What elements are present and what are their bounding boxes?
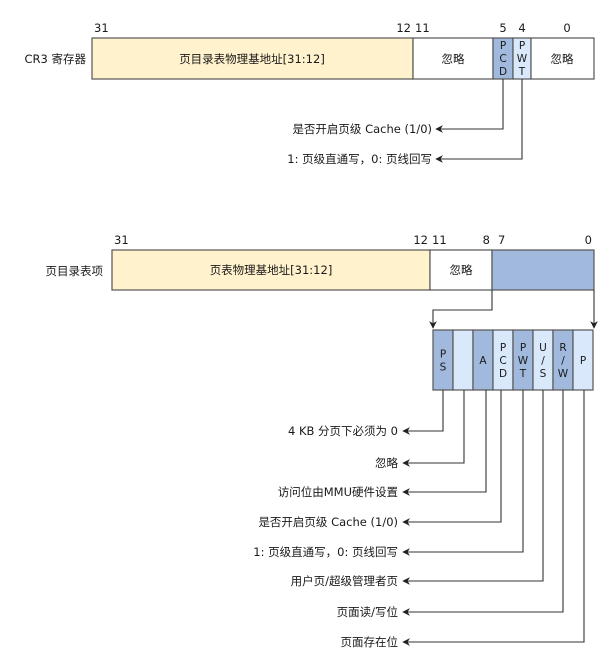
cr3-field-page-dir-base (91, 37, 414, 80)
pde-flag-connector-ps (402, 390, 444, 435)
pde-flag-connector-p (402, 390, 585, 646)
pde-flag-cell-ps-letter: P (440, 349, 446, 361)
cr3-bit-4: 4 (518, 21, 525, 35)
pde-flag-cell-a-letter: A (479, 355, 487, 367)
pde-bit-8: 8 (483, 233, 490, 247)
pde-flag-cell-rw-letter: W (558, 368, 569, 380)
pde-flag-desc-pwt: 1: 页级直通写，0: 页线回写 (253, 545, 398, 559)
pde-flag-cell-pcd-letter: P (500, 342, 506, 354)
pde-flag-cell-p (572, 329, 594, 391)
pde-field-ignored (429, 249, 493, 291)
pde-flag-cell-us-letter: U (539, 342, 547, 354)
pde-title: 页目录表项 (46, 264, 104, 278)
pde-flag-desc-rw: 页面读/写位 (337, 605, 398, 619)
pde-flag-cell-rw-letter: R (559, 342, 566, 354)
pde-flag-desc-a: 访问位由MMU硬件设置 (278, 485, 398, 499)
cr3-pcd-l3: D (499, 66, 507, 78)
pde-flag-cell-us-letter: / (541, 355, 545, 367)
pde-expand-left-connector (429, 290, 493, 329)
cr3-bit-0: 0 (563, 21, 570, 35)
cr3-pwt-annotation: 1: 页级直通写，0: 页线回写 (287, 152, 432, 166)
pde-flag-connector-rw (402, 390, 564, 616)
pde-flag-cell-pwt-letter: W (518, 355, 529, 367)
pde-bit-31: 31 (114, 233, 129, 247)
cr3-pwt-l3: T (518, 66, 526, 78)
cr3-pwt-l2: W (517, 53, 528, 65)
pde-flag-cell-rw-letter: / (561, 355, 565, 367)
cr3-bit-12: 12 (396, 21, 411, 35)
pde-flag-connector-pcd (402, 390, 502, 526)
pde-flag-cell-ps-letter: S (440, 362, 447, 374)
pde-register: 页目录表项 31 12 11 8 7 0 页表物理基地址[31:12] 忽略 P… (46, 233, 598, 649)
pde-flag-desc-ps: 4 KB 分页下必须为 0 (288, 424, 398, 438)
pde-flag-cell-pwt-letter: P (520, 342, 526, 354)
pde-field-page-table-base (111, 249, 431, 291)
cr3-bit-5: 5 (499, 21, 506, 35)
cr3-pcd-annotation: 是否开启页级 Cache (1/0) (292, 122, 432, 136)
pde-flag-connector-ignored (402, 390, 465, 467)
cr3-pcd-l2: C (499, 53, 506, 65)
pde-flag-cell-us-letter: S (540, 368, 547, 380)
cr3-field-ignored-hi (412, 37, 494, 80)
cr3-title: CR3 寄存器 (25, 52, 87, 66)
cr3-bit-31: 31 (94, 21, 109, 35)
pde-flag-cell-p-letter: P (580, 355, 586, 367)
cr3-field-ignored-hi-label: 忽略 (442, 52, 465, 66)
cr3-pcd-l1: P (500, 40, 506, 52)
pde-flag-desc-us: 用户页/超级管理者页 (291, 574, 398, 588)
cr3-field-ignored-lo (530, 37, 595, 80)
cr3-pwt-connector (435, 79, 523, 163)
pde-field-ignored-label: 忽略 (450, 263, 473, 277)
pde-bit-12: 12 (413, 233, 428, 247)
pde-flag-connector-us (402, 390, 544, 585)
pde-flag-desc-p: 页面存在位 (341, 635, 399, 649)
pde-field-page-table-base-label: 页表物理基地址[31:12] (210, 263, 333, 277)
pde-flag-cell-pcd-letter: C (499, 355, 506, 367)
pde-bit-7: 7 (498, 233, 505, 247)
pde-flag-cell-pwt-letter: T (519, 368, 527, 380)
cr3-pcd-connector (435, 79, 504, 133)
pde-flag-cell-ignored (452, 329, 474, 391)
pde-flag-cell-pcd-letter: D (499, 368, 507, 380)
cr3-field-page-dir-base-label: 页目录表物理基地址[31:12] (179, 52, 325, 66)
pde-bit-0: 0 (585, 233, 592, 247)
pde-flag-desc-pcd: 是否开启页级 Cache (1/0) (258, 515, 398, 529)
pde-flag-connector-pwt (402, 390, 524, 556)
pde-field-flags (491, 249, 595, 291)
cr3-pwt-l1: P (519, 40, 525, 52)
cr3-field-ignored-lo-label: 忽略 (551, 52, 574, 66)
pde-flag-desc-ignored: 忽略 (375, 456, 398, 470)
cr3-bit-11: 11 (415, 21, 430, 35)
cr3-register: CR3 寄存器 31 12 11 5 4 0 页目录表物理基地址[31:12] … (25, 21, 595, 166)
pde-bit-11: 11 (432, 233, 447, 247)
pde-flag-connector-a (402, 390, 487, 496)
